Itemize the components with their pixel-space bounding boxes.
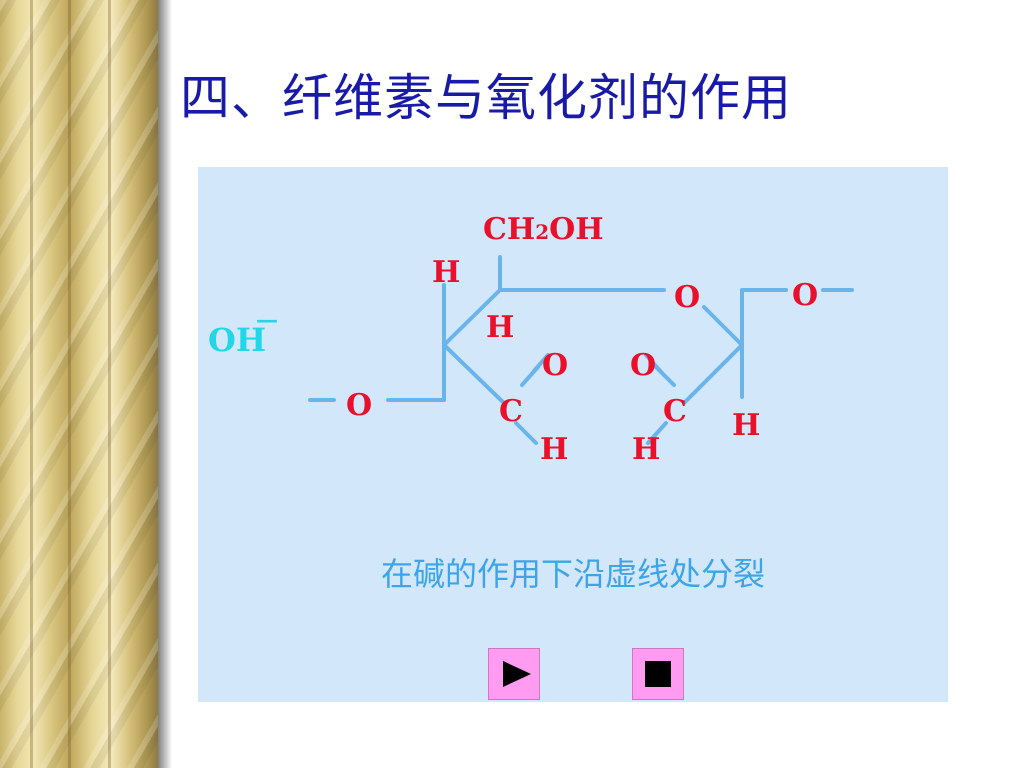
diagram-caption: 在碱的作用下沿虚线处分裂 [380, 555, 765, 593]
animation-panel: CH2OH H H O O O O C H O C H H OH — 在碱的作用… [198, 167, 948, 702]
o-carbonyl-left-label: O [542, 348, 568, 383]
decorative-pillar [0, 0, 158, 768]
bond-lines [308, 255, 854, 445]
h-top-left-label: H [432, 255, 460, 290]
h-c-right-label: H [632, 432, 660, 467]
c-right-label: C [663, 394, 687, 429]
h-right-label: H [732, 408, 760, 443]
pillar-groove [108, 0, 111, 768]
pillar-groove [68, 0, 71, 768]
pillar-groove [30, 0, 33, 768]
slide-title: 四、纤维素与氧化剂的作用 [180, 69, 792, 127]
o-ring-label: O [674, 280, 700, 315]
c-left-label: C [499, 394, 523, 429]
ch2oh-label: CH2OH [483, 212, 604, 247]
h-mid-left-label: H [486, 310, 514, 345]
o-right-label: O [792, 278, 818, 313]
hydroxide-label: OH [208, 321, 266, 359]
cellulose-structure-diagram: CH2OH H H O O O O C H O C H H OH — [208, 212, 854, 467]
play-icon [503, 661, 531, 687]
stop-icon [645, 661, 671, 687]
stop-button[interactable] [632, 648, 684, 700]
play-button[interactable] [488, 648, 540, 700]
o-carbonyl-right-label: O [630, 348, 656, 383]
o-left-label: O [346, 388, 372, 423]
pillar-shadow [158, 0, 172, 768]
h-c-left-label: H [540, 432, 568, 467]
hydroxide-charge: — [256, 307, 278, 333]
